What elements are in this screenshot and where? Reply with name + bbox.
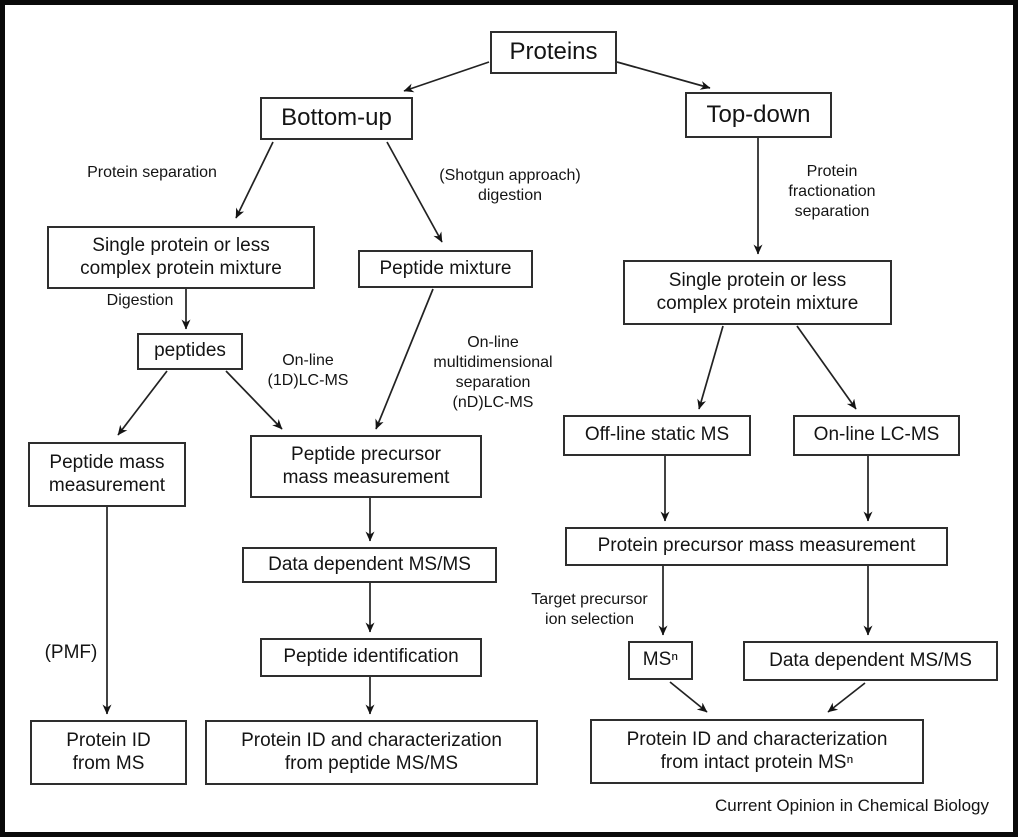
label-protein-fractionation: Protein fractionation separation bbox=[788, 163, 876, 220]
node-protein-id-from-ms: Protein ID from MS bbox=[30, 720, 187, 785]
journal-caption: Current Opinion in Chemical Biology bbox=[714, 796, 989, 815]
node-peptide-precursor-mass: Peptide precursor mass measurement bbox=[250, 435, 482, 498]
node-offline-static-ms: Off-line static MS bbox=[563, 415, 751, 456]
label-protein-separation: Protein separation bbox=[87, 164, 217, 181]
arrow-single-protein-right-to-online bbox=[796, 325, 857, 410]
label-digestion: Digestion bbox=[106, 292, 174, 309]
label-target-precursor: Target precursor ion selection bbox=[531, 591, 648, 628]
node-protein-id-peptide-msms: Protein ID and characterization from pep… bbox=[205, 720, 538, 785]
node-online-lcms: On-line LC-MS bbox=[793, 415, 960, 456]
node-single-protein-right: Single protein or less complex protein m… bbox=[623, 260, 892, 325]
node-peptide-mixture: Peptide mixture bbox=[358, 250, 533, 288]
arrow-proteins-to-bottom-up bbox=[403, 61, 490, 93]
node-peptide-mass-measurement: Peptide mass measurement bbox=[28, 442, 186, 507]
label-online-multidimensional: On-line multidimensional separation (nD)… bbox=[433, 334, 553, 411]
node-single-protein-left: Single protein or less complex protein m… bbox=[47, 226, 315, 289]
node-protein-id-intact: Protein ID and characterization from int… bbox=[590, 719, 924, 784]
arrow-bottom-up-to-single-protein-left bbox=[235, 141, 274, 219]
node-peptide-identification: Peptide identification bbox=[260, 638, 482, 677]
node-data-dependent-msms-left: Data dependent MS/MS bbox=[242, 547, 497, 583]
arrow-single-protein-right-to-offline bbox=[697, 325, 724, 410]
node-bottom-up: Bottom-up bbox=[260, 97, 413, 140]
node-proteins: Proteins bbox=[490, 31, 617, 74]
arrow-data-dependent-right-to-protein-id-intact bbox=[827, 682, 866, 713]
label-pmf: (PMF) bbox=[44, 642, 98, 663]
node-data-dependent-msms-right: Data dependent MS/MS bbox=[743, 641, 998, 681]
node-top-down: Top-down bbox=[685, 92, 832, 138]
arrow-peptides-to-peptide-mass bbox=[117, 370, 168, 436]
arrow-msn-to-protein-id-intact bbox=[669, 681, 708, 713]
arrow-proteins-to-top-down bbox=[616, 61, 711, 90]
label-shotgun-digestion: (Shotgun approach) digestion bbox=[439, 167, 581, 204]
node-peptides: peptides bbox=[137, 333, 243, 370]
node-protein-precursor-mass: Protein precursor mass measurement bbox=[565, 527, 948, 566]
label-online-1d-lcms: On-line (1D)LC-MS bbox=[267, 352, 349, 389]
node-msn: MSⁿ bbox=[628, 641, 693, 680]
